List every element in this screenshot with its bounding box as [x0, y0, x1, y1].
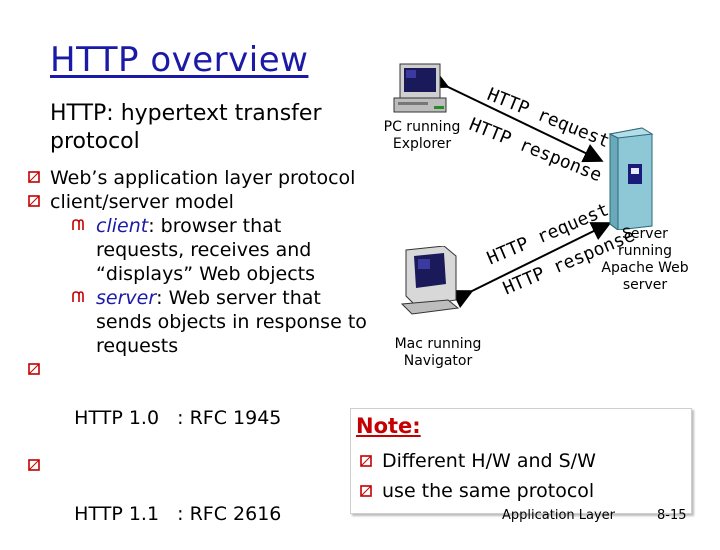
note-box [350, 408, 692, 514]
sub-bullet-marker-icon [72, 219, 84, 230]
bullet-marker-icon [360, 455, 372, 467]
server-tower-icon [608, 127, 654, 230]
mac-computer-icon [400, 246, 460, 315]
slide-title: HTTP overview [50, 40, 309, 80]
bullet-marker-icon [360, 485, 372, 497]
note-item: Different H/W and S/W [360, 446, 680, 476]
page-number: 8-15 [657, 508, 687, 523]
slide-subtitle: HTTP: hypertext transfer protocol [50, 101, 322, 154]
sub-bullet-client: client: browser that requests, receives … [28, 214, 368, 286]
note-title: Note: [356, 414, 421, 438]
note-item: use the same protocol [360, 476, 680, 506]
mac-label: Mac running Navigator [394, 336, 482, 369]
bullet-item: client/server model [28, 190, 368, 214]
pc-label: PC running Explorer [383, 119, 461, 152]
footer-label: Application Layer [502, 508, 616, 523]
bullet-marker-icon [28, 459, 40, 471]
bullet-marker-icon [28, 195, 40, 207]
pc-server-arrow [427, 70, 604, 163]
bullet-item: HTTP 1.0 : RFC 1945 [28, 358, 368, 454]
sub-bullet-marker-icon [72, 291, 84, 302]
note-list: Different H/W and S/W use the same proto… [360, 446, 680, 506]
pc-computer-icon [393, 63, 447, 113]
bullet-list: Web’s application layer protocol client/… [28, 166, 368, 550]
client-term: client [96, 215, 149, 237]
sub-bullet-server: server: Web server that sends objects in… [28, 286, 368, 358]
bullet-marker-icon [28, 171, 40, 183]
bullet-item: Web’s application layer protocol [28, 166, 368, 190]
server-label: Server running Apache Web server [601, 226, 689, 293]
server-term: server [96, 287, 157, 309]
mac-server-arrow [451, 222, 612, 309]
bullet-item: HTTP 1.1 : RFC 2616 [28, 454, 368, 550]
bullet-marker-icon [28, 363, 40, 375]
